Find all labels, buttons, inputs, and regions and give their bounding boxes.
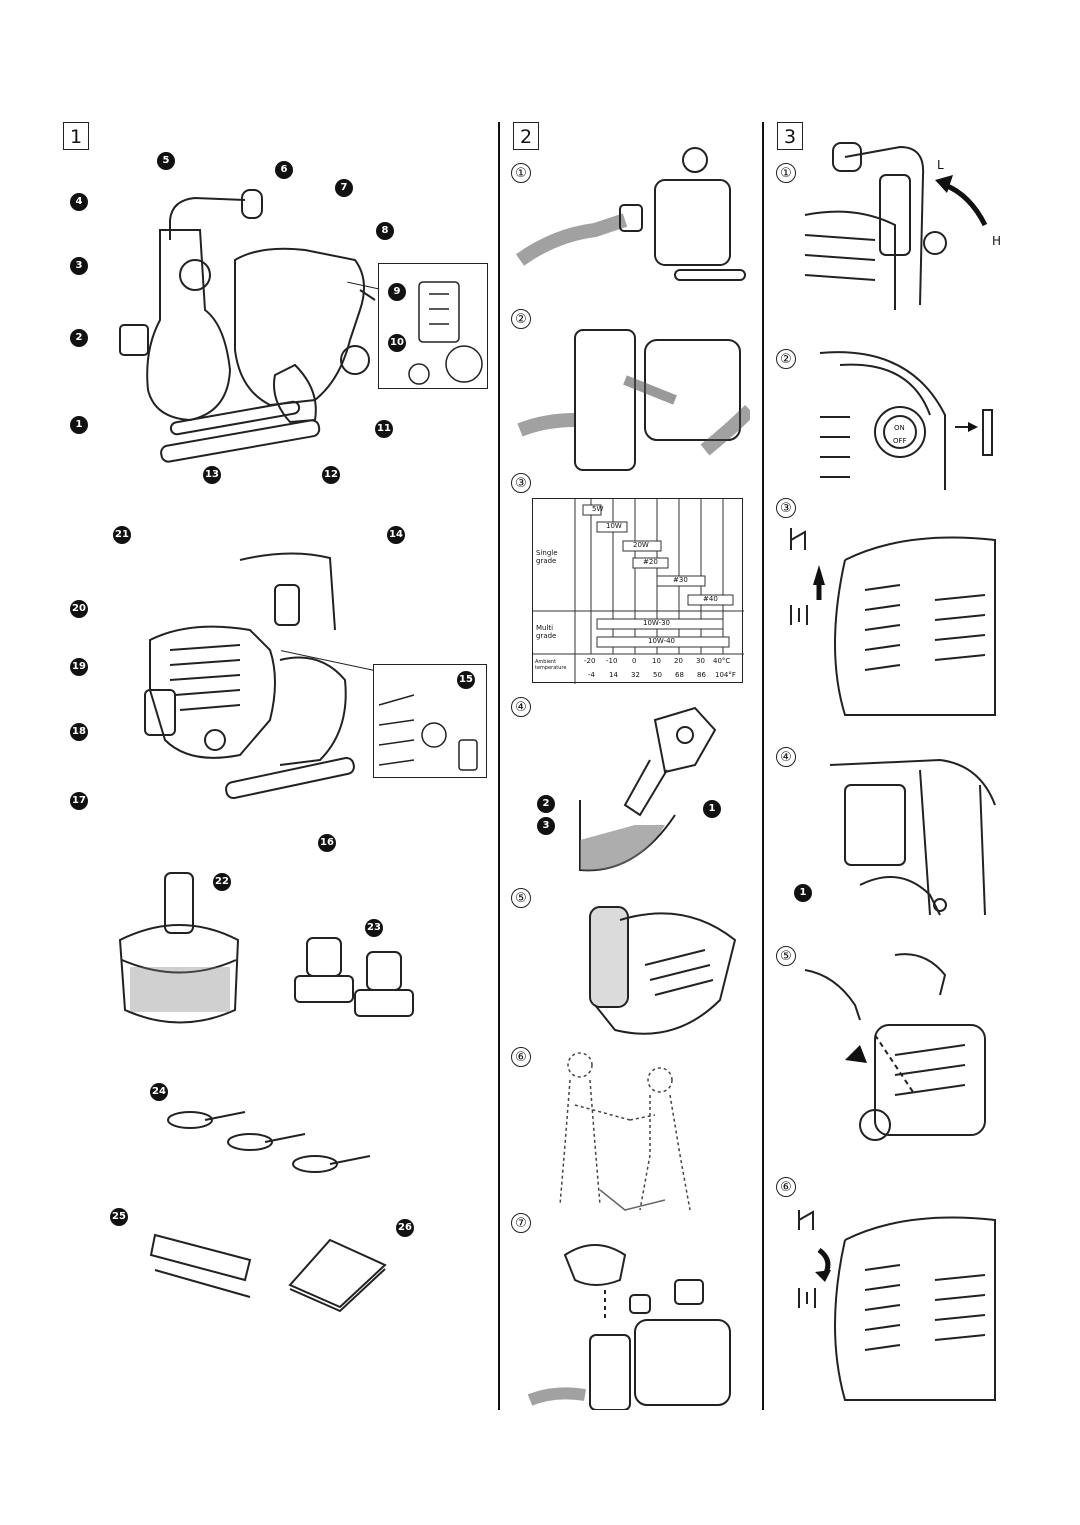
callout-21: 21 (113, 526, 131, 544)
sec3-step4-callout-1: 1 (794, 884, 812, 902)
fahrenheit-104: 104°F (715, 671, 736, 679)
detail-inset-1 (378, 263, 488, 389)
pump-front-illustration (119, 189, 376, 463)
sec3-step-6: ⑥ (776, 1177, 796, 1197)
callout-18: 18 (70, 723, 88, 741)
oil-grade-10w40: 10W-40 (648, 637, 675, 645)
callout-12: 12 (322, 466, 340, 484)
callout-2: 2 (70, 329, 88, 347)
step4-callout-1: 1 (703, 800, 721, 818)
wrench-illustration (149, 1233, 252, 1298)
callout-20: 20 (70, 600, 88, 618)
choke-closed-illustration (790, 528, 996, 716)
callout-19: 19 (70, 658, 88, 676)
callout-7: 7 (335, 179, 353, 197)
primer-bulb-illustration (829, 758, 996, 916)
oil-grade-10w: 10W (606, 522, 622, 530)
switch-on-label: ON (894, 424, 905, 432)
choke-open-illustration (798, 1210, 996, 1401)
hose-clamps-illustration (167, 1111, 371, 1173)
callout-23: 23 (365, 919, 383, 937)
hose-attached-illustration (517, 329, 750, 471)
celsius-30: 30 (696, 657, 705, 665)
callout-1: 1 (70, 416, 88, 434)
strainer-illustration (118, 872, 240, 1024)
sec3-step-1: ① (776, 163, 796, 183)
priming-water-illustration (527, 1244, 731, 1410)
callout-26: 26 (396, 1219, 414, 1237)
callout-11: 11 (375, 420, 393, 438)
callout-15: 15 (457, 671, 475, 689)
callout-13: 13 (203, 466, 221, 484)
multi-grade-label: Multi grade (536, 624, 557, 640)
callout-3: 3 (70, 257, 88, 275)
callout-10: 10 (388, 334, 406, 352)
sec2-step-1: ① (511, 163, 531, 183)
callout-16: 16 (318, 834, 336, 852)
ambient-temperature-label: Ambient temperature (535, 659, 567, 671)
detail-inset-2 (373, 664, 487, 778)
step4-callout-3: 3 (537, 817, 555, 835)
lever-h-label: H (992, 234, 1002, 248)
oil-dipstick-illustration (579, 706, 717, 872)
throttle-lever-illustration (804, 142, 988, 310)
celsius-40: 40°C (713, 657, 731, 665)
sec2-step-2: ② (511, 309, 531, 329)
oil-grade-20w: 20W (633, 541, 649, 549)
fahrenheit-86: 86 (697, 671, 706, 679)
callout-5: 5 (157, 152, 175, 170)
sec2-step-3: ③ (511, 473, 531, 493)
hose-connect-illustration (515, 147, 746, 281)
celsius-0: 0 (632, 657, 637, 665)
oil-grade-5w: 5W (592, 505, 604, 513)
fahrenheit-68: 68 (675, 671, 684, 679)
starter-pull-illustration (804, 953, 986, 1141)
oil-viscosity-chart: 5W 10W 20W #20 #30 #40 10W-30 10W-40 Sin… (532, 498, 744, 684)
callout-25: 25 (110, 1208, 128, 1226)
sec2-step-4: ④ (511, 697, 531, 717)
fahrenheit-50: 50 (653, 671, 662, 679)
callout-6: 6 (275, 161, 293, 179)
sec3-step-5: ⑤ (776, 946, 796, 966)
switch-off-label: OFF (893, 437, 907, 445)
column-divider-2 (762, 122, 764, 1410)
celsius-m20: -20 (584, 657, 596, 665)
oil-grade-10w30: 10W-30 (643, 619, 670, 627)
pump-rear-illustration (144, 552, 355, 800)
step4-callout-2: 2 (537, 795, 555, 813)
callout-9: 9 (388, 283, 406, 301)
lever-l-label: L (937, 158, 944, 172)
callout-14: 14 (387, 526, 405, 544)
callout-17: 17 (70, 792, 88, 810)
oil-grade-30: #30 (673, 576, 688, 584)
fahrenheit-32: 32 (631, 671, 640, 679)
manual-illustration (288, 1238, 387, 1313)
single-grade-label: Single grade (536, 549, 558, 565)
oil-grade-40: #40 (703, 595, 718, 603)
sec2-step-5: ⑤ (511, 888, 531, 908)
sec2-step-6: ⑥ (511, 1047, 531, 1067)
sec3-step-2: ② (776, 349, 796, 369)
callout-4: 4 (70, 193, 88, 211)
fahrenheit-m4: -4 (588, 671, 595, 679)
oil-grade-20: #20 (643, 558, 658, 566)
sec3-step-4: ④ (776, 747, 796, 767)
callout-24: 24 (150, 1083, 168, 1101)
sec3-step-3: ③ (776, 498, 796, 518)
callout-22: 22 (213, 873, 231, 891)
hose-connectors-illustration (294, 937, 414, 1017)
section-3-label: 3 (777, 122, 803, 150)
celsius-20: 20 (674, 657, 683, 665)
column-divider-1 (498, 122, 500, 1410)
two-person-carry-illustration (559, 1052, 691, 1211)
oil-filling-illustration (589, 906, 737, 1035)
celsius-10: 10 (652, 657, 661, 665)
callout-8: 8 (376, 222, 394, 240)
section-2-label: 2 (513, 122, 539, 150)
section-1-label: 1 (63, 122, 89, 150)
fahrenheit-14: 14 (609, 671, 618, 679)
on-off-switch-illustration (819, 351, 993, 490)
sec2-step-7: ⑦ (511, 1213, 531, 1233)
celsius-m10: -10 (606, 657, 618, 665)
